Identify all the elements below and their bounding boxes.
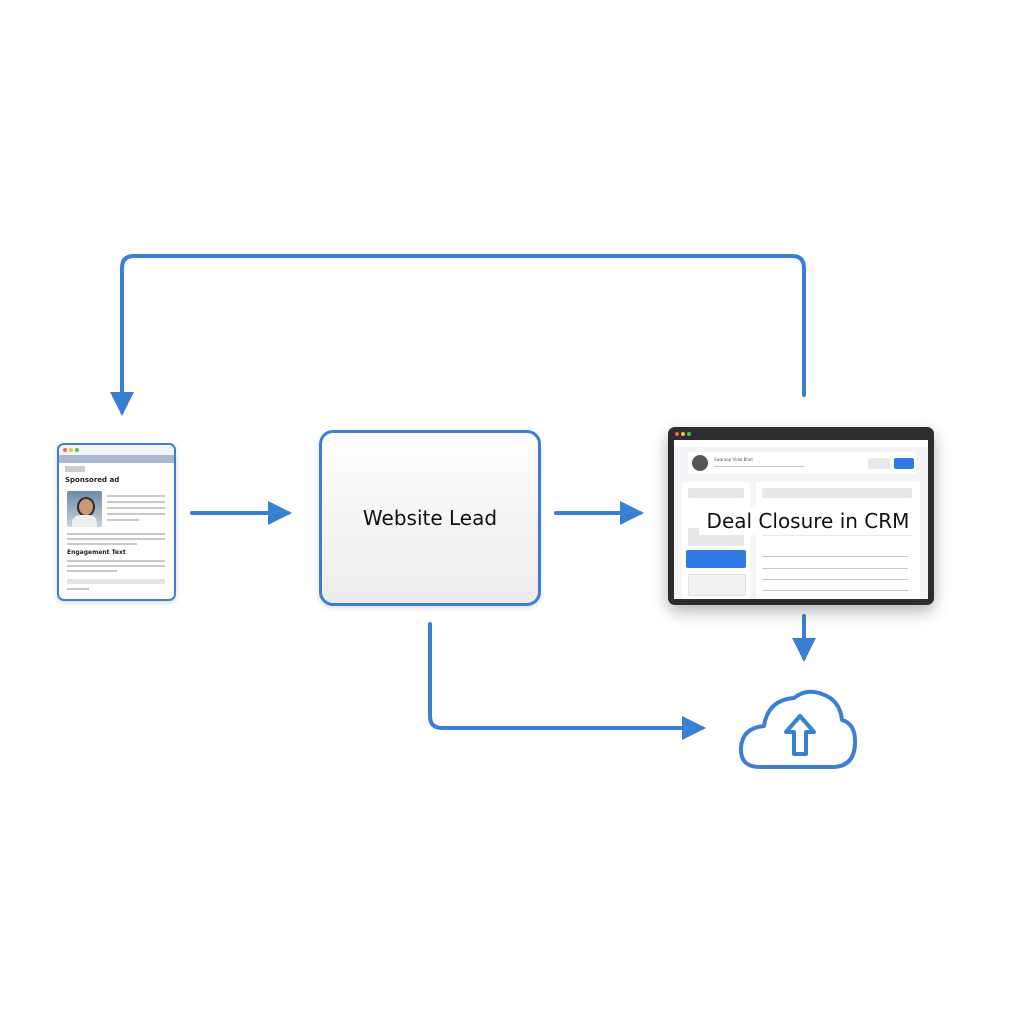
deal-closure-label-box: Deal Closure in CRM xyxy=(699,507,917,535)
ad-photo xyxy=(67,491,102,527)
ad-subheading: Engagement Text xyxy=(67,549,126,556)
crm-main-panel xyxy=(756,482,920,599)
close-dot xyxy=(63,448,67,452)
crm-app-mockup: Swaroop Vidal Bhat Deal Closure in CRM xyxy=(668,427,934,605)
crm-screen: Swaroop Vidal Bhat Deal Closure in CRM xyxy=(674,440,928,599)
window-titlebar xyxy=(59,445,174,455)
maximize-dot xyxy=(687,432,691,436)
edge-lead-to-cloud xyxy=(428,622,706,740)
primary-button[interactable] xyxy=(894,458,914,469)
minimize-dot xyxy=(69,448,73,452)
browser-nav-bar xyxy=(59,455,174,463)
sponsored-ad-mockup: Sponsored ad Engagement Text xyxy=(57,443,176,601)
maximize-dot xyxy=(75,448,79,452)
ad-heading: Sponsored ad xyxy=(65,476,120,484)
breadcrumb xyxy=(65,466,85,472)
contact-header-card: Swaroop Vidal Bhat xyxy=(688,452,916,474)
crm-left-panel xyxy=(682,482,750,599)
website-lead-node: Website Lead xyxy=(319,430,541,606)
selected-item[interactable] xyxy=(686,550,746,568)
contact-name: Swaroop Vidal Bhat xyxy=(714,457,753,462)
secondary-button[interactable] xyxy=(868,458,890,469)
minimize-dot xyxy=(681,432,685,436)
cloud-upload-icon xyxy=(738,689,858,769)
close-dot xyxy=(675,432,679,436)
contact-avatar xyxy=(692,455,708,471)
website-lead-label: Website Lead xyxy=(362,506,498,530)
deal-closure-label: Deal Closure in CRM xyxy=(706,509,910,533)
edge-crm-to-ad-loop xyxy=(110,254,806,416)
